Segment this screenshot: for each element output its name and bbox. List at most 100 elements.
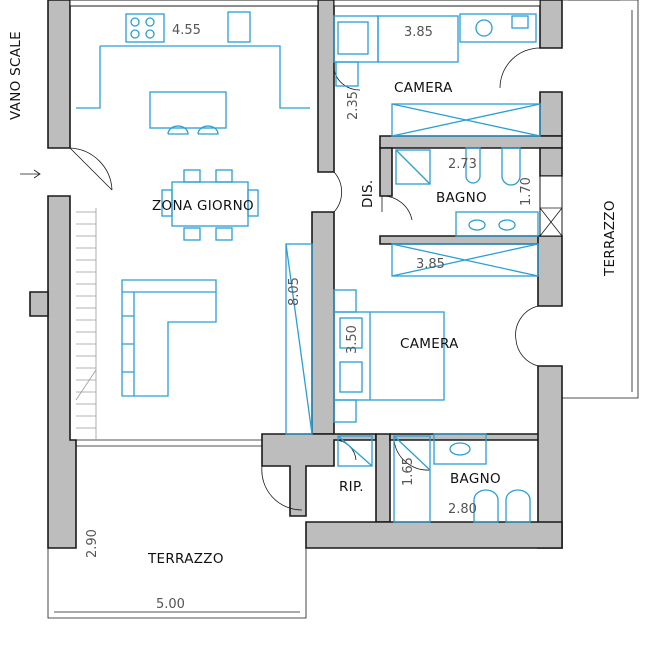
chair-icon bbox=[183, 169, 201, 183]
kitchen-sink bbox=[227, 11, 251, 43]
hob-burner bbox=[145, 17, 155, 27]
wall-corridor-center bbox=[311, 211, 335, 435]
dim-bagno-top-depth: 1.70 bbox=[519, 177, 534, 206]
wall-bottom bbox=[305, 521, 563, 549]
toilet-icon bbox=[505, 489, 531, 523]
door-bagno-bottom bbox=[393, 439, 431, 471]
nightstand-icon bbox=[337, 21, 369, 55]
sink-basin bbox=[449, 442, 471, 456]
room-label-camera-top: CAMERA bbox=[394, 80, 453, 96]
sofa-back bbox=[122, 291, 216, 396]
room-label-camera-mid: CAMERA bbox=[400, 336, 459, 352]
wall-bath-right bbox=[539, 147, 563, 177]
bidet-icon bbox=[473, 489, 499, 523]
room-label-terrazzo-right: TERRAZZO bbox=[602, 200, 618, 277]
kitchen-hob bbox=[125, 13, 165, 43]
window-kitchen-top bbox=[69, 0, 319, 7]
wardrobe-diag bbox=[391, 243, 539, 277]
dim-terrazzo-depth: 2.90 bbox=[85, 529, 100, 558]
dimension-labels: 4.55 3.85 2.35 2.73 1.70 3.85 8.05 3.50 … bbox=[85, 23, 534, 612]
wall-bath-left bbox=[379, 147, 393, 197]
hob-burner bbox=[145, 29, 155, 39]
stool-icon bbox=[197, 125, 219, 135]
room-label-bagno-top: BAGNO bbox=[436, 190, 487, 206]
wardrobe-icon bbox=[391, 103, 541, 137]
pillow-icon bbox=[339, 317, 363, 349]
window-bagno-cross-b bbox=[539, 207, 563, 237]
wardrobe-diag bbox=[391, 103, 541, 137]
wall-left-stub bbox=[29, 291, 49, 317]
dim-kitchen: 4.55 bbox=[172, 23, 201, 38]
wall-bath-bottom bbox=[379, 235, 541, 245]
kitchen-island bbox=[149, 91, 227, 129]
room-label-dis: DIS. bbox=[360, 180, 376, 208]
shower-icon bbox=[395, 149, 431, 185]
chair-icon bbox=[475, 19, 493, 37]
doors bbox=[69, 47, 541, 511]
door-terrace-right-upper bbox=[499, 47, 541, 89]
nightstand-icon bbox=[333, 289, 357, 313]
sofa-icon bbox=[121, 279, 217, 397]
bed-icon bbox=[333, 15, 379, 63]
wall-rip-right bbox=[375, 433, 391, 523]
windows bbox=[20, 0, 563, 447]
room-label-bagno-bottom: BAGNO bbox=[450, 471, 501, 487]
chair-icon bbox=[161, 189, 173, 217]
storage-icon bbox=[337, 435, 373, 467]
dim-bagno-bottom-depth: 1.65 bbox=[401, 457, 416, 486]
walls bbox=[29, 0, 563, 549]
chair-icon bbox=[215, 227, 233, 241]
dim-terrazzo-width: 5.00 bbox=[156, 597, 185, 612]
stool-icon bbox=[167, 125, 189, 135]
room-labels: VANO SCALE ZONA GIORNO CAMERA BAGNO DIS.… bbox=[8, 31, 618, 567]
door-terrace-bottom bbox=[261, 465, 303, 511]
room-label-vano-scale: VANO SCALE bbox=[8, 31, 24, 120]
room-label-zona-giorno: ZONA GIORNO bbox=[152, 198, 254, 214]
dim-camera-top-width: 3.85 bbox=[404, 25, 433, 40]
shower-diag bbox=[393, 435, 431, 471]
door-camera-top-room bbox=[333, 69, 361, 91]
bed-icon bbox=[333, 311, 445, 401]
dim-bagno-top-width: 2.73 bbox=[448, 157, 477, 172]
room-label-terrazzo-bottom: TERRAZZO bbox=[147, 551, 224, 567]
door-corridor bbox=[333, 171, 343, 213]
wall-right-upper bbox=[539, 91, 563, 137]
bidet-icon bbox=[501, 147, 521, 186]
sink-icon bbox=[455, 211, 539, 237]
stairs bbox=[75, 208, 97, 440]
wall-left-main bbox=[47, 195, 77, 549]
dim-corridor-length: 8.05 bbox=[287, 277, 302, 306]
door-entry-arrow bbox=[33, 169, 41, 179]
dim-bagno-bottom-width: 2.80 bbox=[448, 502, 477, 517]
drawer-icon bbox=[511, 15, 529, 29]
terrace-bottom-outline bbox=[47, 548, 307, 619]
hob-burner bbox=[130, 29, 140, 39]
wall-right-middle bbox=[537, 235, 563, 307]
shower-diag bbox=[395, 149, 431, 185]
door-camera-top bbox=[381, 195, 413, 221]
window-camera-top bbox=[333, 0, 541, 7]
terraces bbox=[47, 0, 639, 619]
nightstand-icon bbox=[335, 61, 359, 87]
wall-cam-bottom bbox=[389, 433, 541, 441]
door-terrace-right-lower bbox=[515, 305, 539, 367]
terrace-right-outline bbox=[562, 0, 639, 399]
corridor-cabinet-diag bbox=[285, 243, 313, 435]
shower-icon bbox=[393, 435, 431, 523]
dim-camera-mid-depth: 3.50 bbox=[345, 325, 360, 354]
storage-diag bbox=[337, 435, 373, 467]
window-bagno-right bbox=[539, 175, 563, 237]
sink-icon bbox=[433, 433, 487, 465]
door-entry bbox=[69, 147, 113, 191]
wardrobe-icon bbox=[391, 243, 539, 277]
dim-camera-top-depth: 2.35 bbox=[346, 91, 361, 120]
stair-tread bbox=[75, 369, 97, 401]
hob-burner bbox=[130, 17, 140, 27]
pillow-icon bbox=[339, 361, 363, 393]
sink-basin bbox=[498, 219, 516, 231]
chair-icon bbox=[215, 169, 233, 183]
wall-top-right bbox=[539, 0, 563, 49]
kitchen-counter bbox=[76, 45, 310, 109]
chair-icon bbox=[247, 189, 259, 217]
